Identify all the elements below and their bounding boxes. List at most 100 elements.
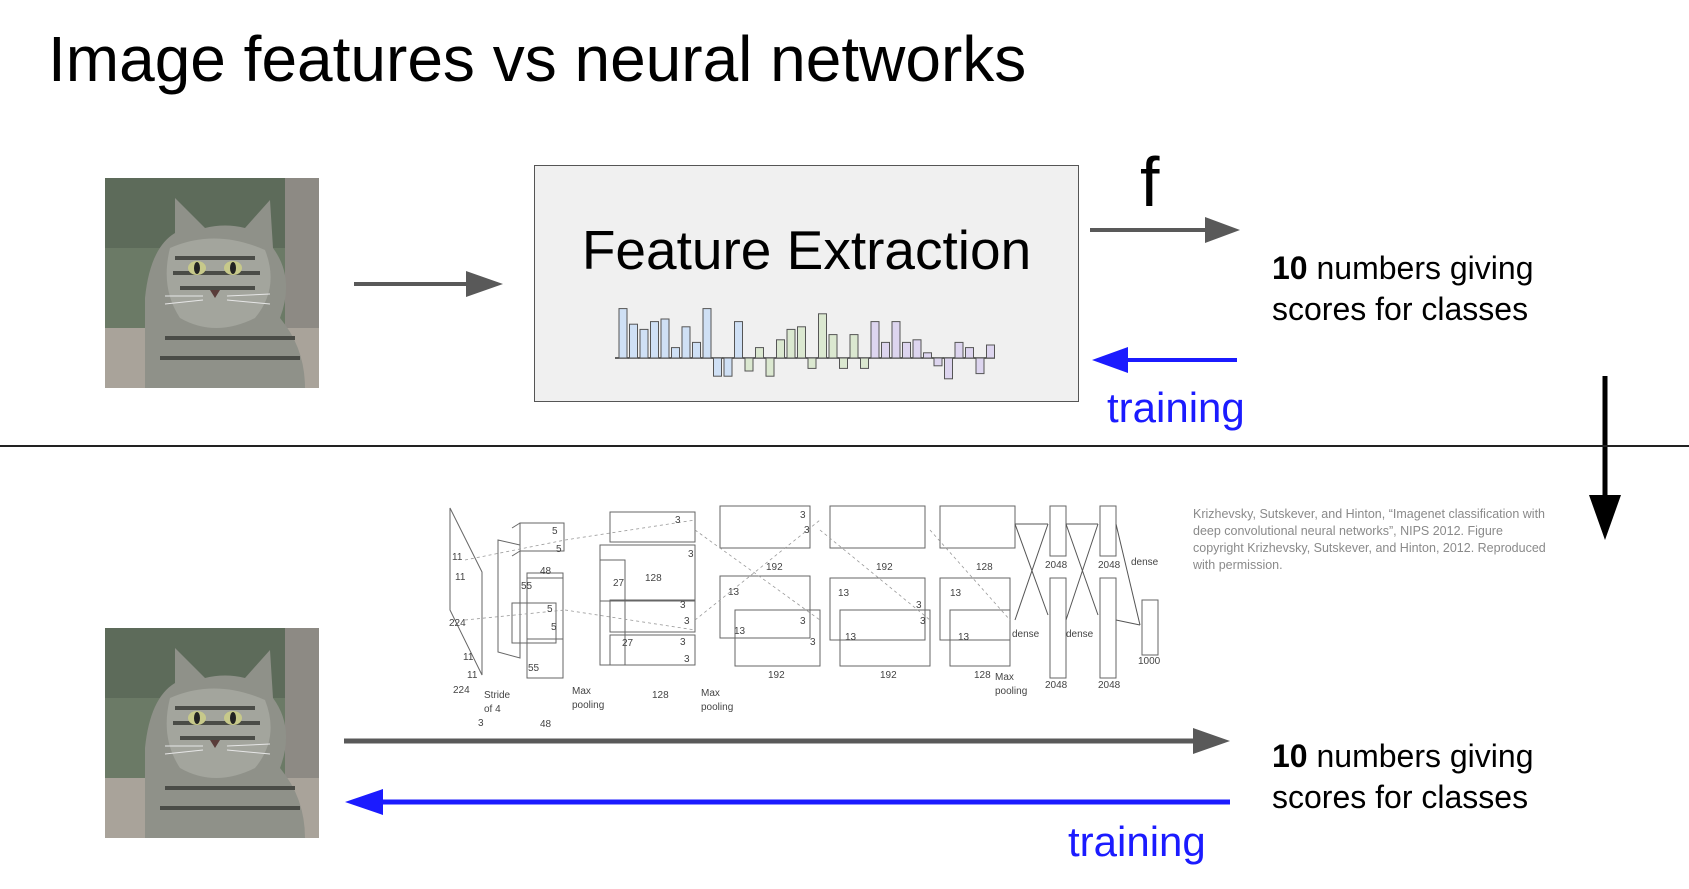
feature-extraction-label: Feature Extraction [581,219,1032,281]
net-label: 27 [622,638,634,649]
histogram-bar [828,334,838,359]
net-label: of 4 [484,704,501,715]
net-label: 5 [552,526,558,537]
net-label: dense [1131,557,1159,568]
net-label: 5 [556,544,562,555]
histogram-bar [639,328,649,359]
histogram-bar [765,357,775,377]
net-label: pooling [701,702,733,713]
histogram-bar [944,357,953,380]
histogram-bar [713,357,722,377]
histogram-bar [839,357,848,369]
net-label: 13 [845,632,857,643]
net-label: 48 [540,719,552,730]
net-label: 5 [547,604,553,615]
net-label: 13 [734,626,746,637]
histogram-bar [965,347,974,359]
histogram-bar [818,313,827,359]
arrow-image-to-output-bottom [344,728,1230,754]
cat-image-top [105,178,319,388]
histogram-bar [902,341,911,359]
histogram-bar [650,321,659,359]
histogram-bar [860,357,869,369]
section-divider [0,445,1689,447]
top-training-label: training [1107,384,1245,431]
f-label: f [1140,143,1160,221]
net-label: 2048 [1045,680,1068,691]
histogram-bar [776,339,785,359]
net-label: 11 [463,652,474,663]
arrow-training-top [1092,347,1237,373]
histogram-bar [870,321,880,359]
net-label: 27 [613,578,625,589]
net-label: 3 [800,510,806,521]
histogram-bar [797,326,806,359]
histogram-bar [975,357,985,375]
top-output-line1: numbers giving [1307,250,1534,286]
histogram-bar [671,347,680,359]
net-label: 224 [449,618,466,629]
arrow-training-bottom [345,789,1230,815]
net-label: 55 [521,581,533,592]
net-label: 192 [880,670,897,681]
net-label: 3 [920,616,926,627]
citation: Krizhevsky, Sutskever, and Hinton, “Imag… [1193,507,1546,572]
histogram-bar [629,323,638,359]
top-output-line2: scores for classes [1272,291,1529,327]
net-label: 48 [540,566,552,577]
net-label: Stride [484,690,511,701]
net-label: 3 [916,600,922,611]
net-label: 2048 [1045,560,1068,571]
net-label: 128 [976,562,993,573]
net-label: 11 [455,572,466,583]
net-label: 3 [810,637,816,648]
net-label: 3 [675,515,681,526]
net-label: 192 [768,670,785,681]
net-label: 11 [467,670,478,681]
histogram-bar [618,308,628,359]
histogram-bar [660,318,670,359]
net-label: Max [572,686,591,697]
histogram-bar [986,344,995,359]
bottom-output-line2: scores for classes [1272,779,1529,815]
histogram-bar [786,328,796,359]
net-label: 5 [551,622,557,633]
net-label: 13 [728,587,740,598]
histogram-bar [923,352,932,359]
net-label: 2048 [1098,560,1121,571]
net-label: 192 [766,562,783,573]
arrow-f-to-output [1090,217,1240,243]
bottom-output-number: 10 [1272,738,1308,774]
histogram-bar [807,357,817,369]
net-label: 3 [688,549,694,560]
net-label: 128 [652,690,669,701]
net-label: 3 [680,600,686,611]
arrow-image-to-features [354,271,503,297]
net-label: 3 [680,637,686,648]
net-label: pooling [995,686,1027,697]
net-label: 3 [800,616,806,627]
histogram-bar [734,321,743,359]
net-label: 1000 [1138,656,1161,667]
histogram-bar [912,339,922,359]
net-label: Max [995,672,1014,683]
histogram-bar [744,357,754,372]
histogram-bar [881,341,890,359]
arrow-down-black [1589,376,1621,540]
cat-illustration [105,178,319,388]
net-label: 13 [958,632,970,643]
cat-image-bottom [105,628,319,838]
feature-histogram [615,308,995,380]
feature-extraction-box: Feature Extraction [534,165,1079,402]
top-output-text: 10 numbers giving scores for classes [1272,248,1533,330]
net-label: 192 [876,562,893,573]
slide-title: Image features vs neural networks [48,23,1027,95]
net-label: 11 [452,552,463,563]
histogram-bar [954,341,964,359]
net-label: pooling [572,700,604,711]
net-label: 128 [645,573,662,584]
net-label: 224 [453,685,470,696]
net-label: 13 [838,588,850,599]
